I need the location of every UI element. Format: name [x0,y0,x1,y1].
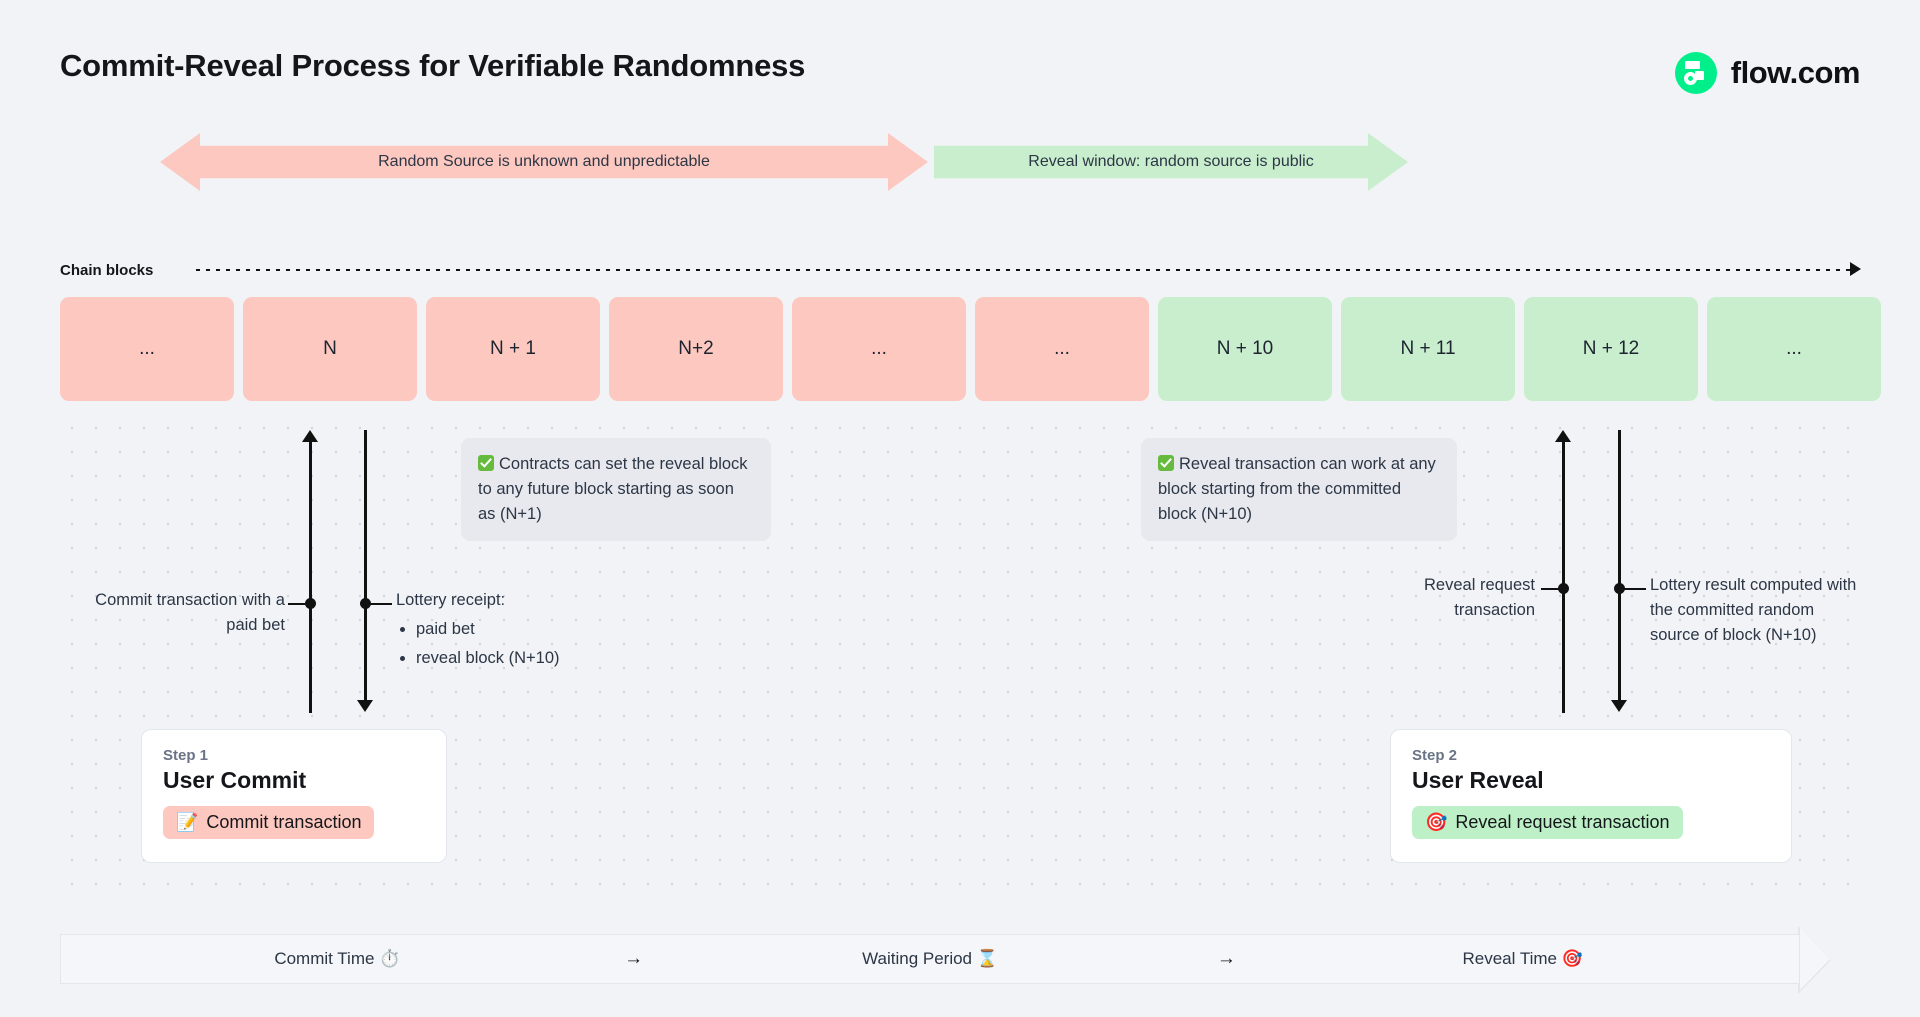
hourglass-icon: ⌛ [976,949,998,968]
receipt-anchor-dot [360,598,371,609]
lottery-result-anchor-dot [1614,583,1625,594]
timeline-segment-commit-time: Commit Time ⏱️ [61,949,614,969]
reveal-phase-banner: Reveal window: random source is public [934,133,1408,191]
reveal-request-chip[interactable]: 🎯 Reveal request transaction [1412,806,1683,839]
phase-banners: Random Source is unknown and unpredictab… [160,133,1420,191]
commit-phase-label: Random Source is unknown and unpredictab… [378,153,710,170]
chain-block[interactable]: N+2 [609,297,783,401]
list-item: reveal block (N+10) [416,646,676,671]
step-title: User Reveal [1412,767,1544,793]
timeline-separator-1: → [624,948,644,969]
stopwatch-icon: ⏱️ [379,949,401,968]
target-icon: 🎯 [1561,949,1583,968]
chain-block[interactable]: ... [792,297,966,401]
timeline-bar: Commit Time ⏱️ → Waiting Period ⌛ → Reve… [60,934,1800,984]
commit-arrow-head-icon [302,430,318,442]
lottery-result-arrow-head-icon [1611,700,1627,712]
commit-transaction-chip[interactable]: 📝 Commit transaction [163,806,375,839]
commit-anchor-stub [288,603,310,605]
step-card-user-reveal[interactable]: Step 2 User Reveal 🎯 Reveal request tran… [1390,729,1792,863]
chain-block[interactable]: N + 11 [1341,297,1515,401]
chain-block[interactable]: N + 12 [1524,297,1698,401]
target-icon: 🎯 [1425,812,1448,832]
lottery-result-arrow-line [1618,430,1621,702]
commit-anchor-dot [305,598,316,609]
lottery-result-anchor-stub [1624,588,1646,590]
reveal-callout: Reveal transaction can work at any block… [1141,438,1457,542]
step-title: User Commit [163,767,307,793]
reveal-request-arrow-head-icon [1555,430,1571,442]
step-label: Step 2 [1412,747,1458,764]
reveal-phase-label: Reveal window: random source is public [1028,153,1314,170]
lottery-receipt-list: paid bet reveal block (N+10) [396,617,676,671]
chain-block[interactable]: ... [975,297,1149,401]
commit-phase-banner: Random Source is unknown and unpredictab… [160,133,928,191]
receipt-arrow-line [364,430,367,702]
list-item: paid bet [416,617,676,642]
page-title: Commit-Reveal Process for Verifiable Ran… [60,48,806,83]
receipt-arrow-head-icon [357,700,373,712]
flow-logo-icon [1674,52,1717,94]
lottery-receipt-annotation: Lottery receipt: paid bet reveal block (… [396,588,676,670]
commit-callout-text: Contracts can set the reveal block to an… [478,455,748,524]
timeline-segment-reveal-time: Reveal Time 🎯 [1246,949,1799,969]
commit-callout: Contracts can set the reveal block to an… [461,438,771,542]
chain-blocks: ... N N + 1 N+2 ... ... N + 10 N + 11 N … [60,297,1881,401]
lottery-receipt-title: Lottery receipt: [396,591,506,609]
chain-block[interactable]: N [243,297,417,401]
timeline-label: Commit Time [274,949,375,968]
chip-label: Commit transaction [206,812,362,832]
chain-block[interactable]: N + 10 [1158,297,1332,401]
check-icon [1158,455,1174,471]
chain-block[interactable]: ... [1707,297,1881,401]
reveal-request-anchor-dot [1558,583,1569,594]
chain-block[interactable]: N + 1 [426,297,600,401]
chain-axis-label: Chain blocks [60,262,154,279]
chain-axis-line [196,269,1854,271]
memo-icon: 📝 [176,812,199,832]
brand-name: flow.com [1730,55,1861,90]
reveal-request-arrow-line [1562,441,1565,713]
reveal-request-anchor-stub [1541,588,1563,590]
reveal-request-annotation: Reveal request transaction [1424,576,1535,619]
lottery-result-annotation: Lottery result computed with the committ… [1650,576,1857,644]
reveal-callout-text: Reveal transaction can work at any block… [1158,455,1436,524]
receipt-anchor-stub [370,603,392,605]
timeline-segment-waiting-period: Waiting Period ⌛ [654,949,1207,969]
chip-label: Reveal request transaction [1455,812,1670,832]
timeline-arrow-icon [1800,928,1830,990]
commit-transaction-annotation: Commit transaction with a paid bet [95,591,285,634]
timeline-label: Waiting Period [862,949,973,968]
timeline-separator-2: → [1216,948,1236,969]
chain-block[interactable]: ... [60,297,234,401]
commit-arrow-line [309,441,312,713]
check-icon [478,455,494,471]
timeline-label: Reveal Time [1462,949,1557,968]
chain-axis-arrow-icon [1850,262,1861,276]
brand-logo: flow.com [1674,52,1861,94]
step-card-user-commit[interactable]: Step 1 User Commit 📝 Commit transaction [141,729,447,863]
step-label: Step 1 [163,747,209,764]
